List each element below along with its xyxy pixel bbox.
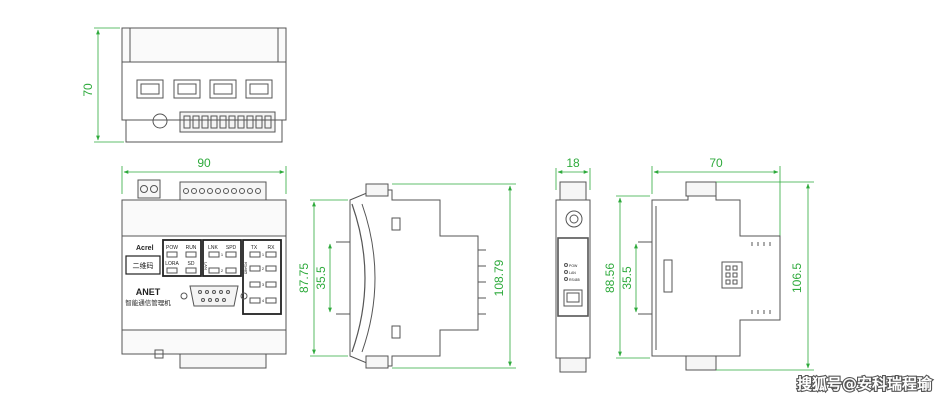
dim-front-width: 90 [121,156,287,194]
led-tx-label: TX [251,245,258,251]
rs485-num-1: 1 [262,252,265,257]
db9-connector-icon [180,285,248,307]
led-group-status [162,239,202,277]
led-lnk-label: LNK [208,245,218,251]
led-group-rs485 [242,239,282,315]
front-top-terminals [137,179,267,201]
dim-front-rail-label: 35.5 [314,266,328,290]
dim-front-height-label: 87.75 [297,263,311,293]
dim-right-total-height: 106.5 [716,181,814,371]
dim-right-rail-label: 35.5 [620,266,634,290]
dim-front-width-label: 90 [197,156,211,170]
lan-num-2: 2 [221,268,224,273]
dim-front-rail: 35.5 [314,243,332,313]
model-label: ANET [136,287,161,297]
brand-label: Acrel [136,245,154,252]
top-terminal-block [183,115,272,129]
end-led-lan-label: LAN [569,271,576,275]
end-antenna-icon [565,210,583,228]
end-led-rs485-label: RS485 [569,278,580,282]
side-connector-icon [721,261,743,289]
dim-narrow-width-label: 18 [566,156,580,170]
logo-text: 二维码 [133,261,154,270]
side-view-left [336,183,486,369]
rs485-num-4: 4 [262,298,265,303]
top-rj45-ports [136,79,273,99]
dim-narrow-width: 18 [555,156,591,190]
model-subtitle: 智能通信管理机 [125,298,171,307]
dim-right-width-label: 70 [709,156,723,170]
end-rj45-port [563,289,583,307]
rs485-num-3: 3 [262,282,265,287]
led-lora-label: LORA [165,261,179,267]
front-view: Acrel 二维码 ANET 智能通信管理机 POW RUN LORA SD L… [121,179,287,369]
dim-top-height: 70 [81,27,124,143]
dim-right-total-height-label: 106.5 [790,263,804,293]
brand-logo [125,255,161,275]
led-sd-label: SD [188,261,195,267]
rs485-num-2: 2 [262,266,265,271]
front-bottom-terminals [179,353,267,369]
side-view-right [638,181,781,371]
dim-right-width: 70 [651,156,781,236]
lan-num-1: 1 [221,252,224,257]
led-pow-label: POW [166,245,178,251]
dim-front-height: 87.75 [297,199,348,357]
led-run-label: RUN [186,245,197,251]
led-rx-label: RX [268,245,276,251]
led-spd-label: SPD [226,245,237,251]
dim-front-total-height: 108.79 [392,183,516,369]
end-led-pow-label: POW [569,264,578,268]
watermark: 搜狐号@安科瑞程瑜 [797,375,933,393]
dim-front-total-height-label: 108.79 [492,259,506,296]
led-group-lan [202,239,242,277]
dim-right-rail: 35.5 [620,243,638,313]
dim-right-height-label: 88.56 [603,263,617,293]
end-view: POW LAN RS485 [555,181,591,373]
dim-right-height: 88.56 [603,195,650,359]
rs485-side-label: RS485 [244,262,249,275]
antenna-connector-icon [152,113,168,129]
lan-side-label: LAN [204,262,209,270]
dim-top-height-label: 70 [81,83,95,97]
top-view [121,27,287,143]
